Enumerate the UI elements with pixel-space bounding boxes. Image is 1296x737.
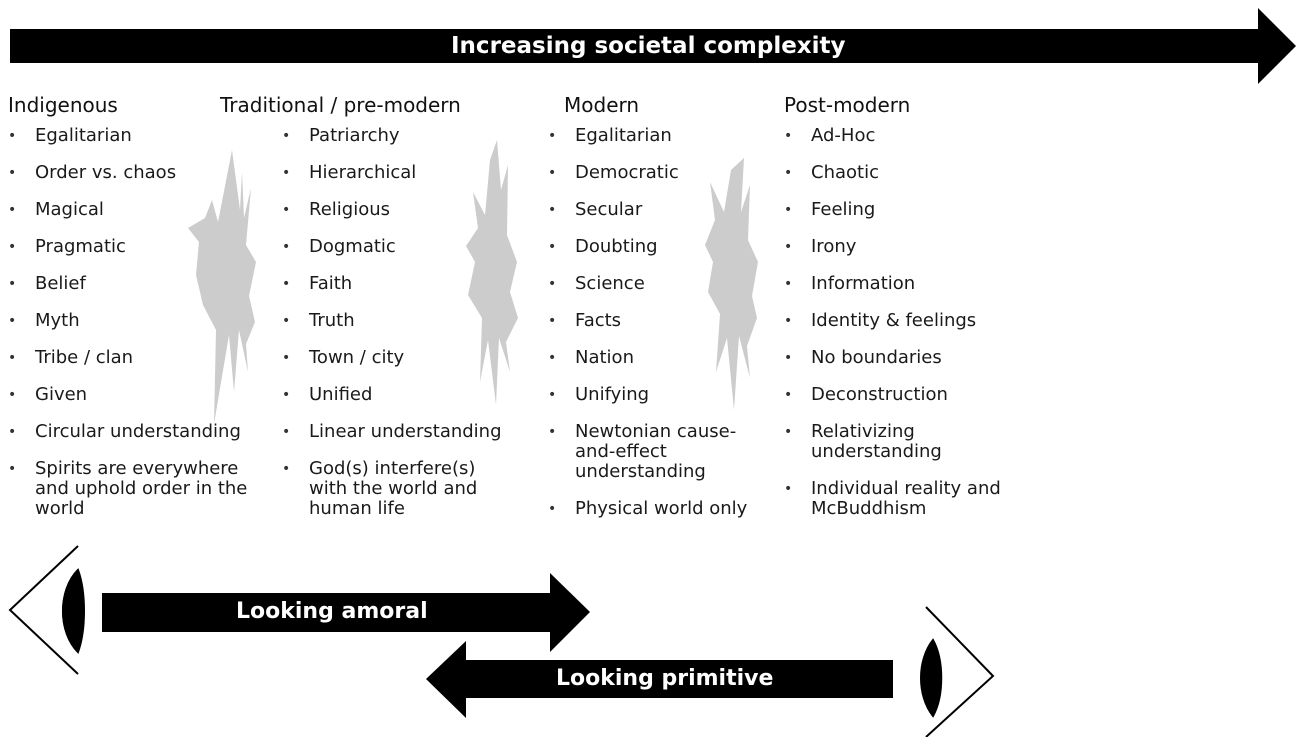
- list-item: Secular: [548, 200, 778, 221]
- eye-icon: [8, 545, 85, 675]
- list-item: Identity & feelings: [784, 311, 1024, 332]
- list-item: Given: [8, 385, 270, 406]
- list-item: Ad-Hoc: [784, 126, 1024, 147]
- list-item: Democratic: [548, 163, 778, 184]
- column-list: Egalitarian Democratic Secular Doubting …: [548, 126, 778, 520]
- list-item: Dogmatic: [282, 237, 490, 258]
- complexity-arrow-label: Increasing societal complexity: [451, 33, 846, 59]
- list-item: Information: [784, 274, 1024, 295]
- list-item: God(s) interfere(s) with the world and h…: [282, 459, 514, 519]
- list-item: Doubting: [548, 237, 778, 258]
- column-title: Post-modern: [784, 93, 911, 117]
- column-title: Indigenous: [8, 93, 118, 117]
- list-item: Feeling: [784, 200, 1024, 221]
- list-item: Newtonian cause-and-effect understanding: [548, 422, 753, 482]
- list-item: Patriarchy: [282, 126, 490, 147]
- amoral-arrow: [102, 573, 590, 652]
- list-item: Nation: [548, 348, 778, 369]
- list-item: Spirits are everywhere and uphold order …: [8, 459, 270, 519]
- list-item: Relativizing understanding: [784, 422, 971, 462]
- list-item: Faith: [282, 274, 490, 295]
- column-list: Patriarchy Hierarchical Religious Dogmat…: [282, 126, 502, 519]
- list-item: Egalitarian: [8, 126, 270, 147]
- column-modern: Modern Egalitarian Democratic Secular Do…: [548, 92, 778, 536]
- list-item: Chaotic: [784, 163, 1024, 184]
- list-item: Circular understanding: [8, 422, 270, 443]
- list-item: Tribe / clan: [8, 348, 270, 369]
- list-item: Magical: [8, 200, 270, 221]
- list-item: No boundaries: [784, 348, 1024, 369]
- list-item: Facts: [548, 311, 778, 332]
- primitive-arrow-label: Looking primitive: [556, 666, 774, 691]
- list-item: Deconstruction: [784, 385, 1024, 406]
- column-traditional: Traditional / pre-modern Patriarchy Hier…: [220, 92, 502, 536]
- column-indigenous: Indigenous Egalitarian Order vs. chaos M…: [8, 92, 270, 536]
- list-item: Linear understanding: [282, 422, 502, 443]
- list-item: Religious: [282, 200, 490, 221]
- column-list: Ad-Hoc Chaotic Feeling Irony Information…: [784, 126, 1024, 519]
- primitive-arrow: [426, 641, 893, 718]
- list-item: Individual reality and McBuddhism: [784, 479, 1001, 519]
- list-item: Egalitarian: [548, 126, 778, 147]
- column-postmodern: Post-modern Ad-Hoc Chaotic Feeling Irony…: [784, 92, 1024, 536]
- list-item: Pragmatic: [8, 237, 270, 258]
- amoral-arrow-label: Looking amoral: [236, 599, 428, 624]
- list-item: Order vs. chaos: [8, 163, 270, 184]
- list-item: Belief: [8, 274, 270, 295]
- list-item: Myth: [8, 311, 270, 332]
- list-item: Science: [548, 274, 778, 295]
- list-item: Truth: [282, 311, 490, 332]
- column-title: Traditional / pre-modern: [220, 93, 461, 117]
- list-item: Hierarchical: [282, 163, 490, 184]
- column-list: Egalitarian Order vs. chaos Magical Prag…: [8, 126, 270, 519]
- column-title: Modern: [564, 93, 640, 117]
- eye-icon: [920, 606, 995, 737]
- list-item: Unifying: [548, 385, 778, 406]
- list-item: Irony: [784, 237, 1024, 258]
- complexity-arrow: [10, 8, 1296, 84]
- list-item: Physical world only: [548, 499, 778, 520]
- list-item: Town / city: [282, 348, 490, 369]
- list-item: Unified: [282, 385, 490, 406]
